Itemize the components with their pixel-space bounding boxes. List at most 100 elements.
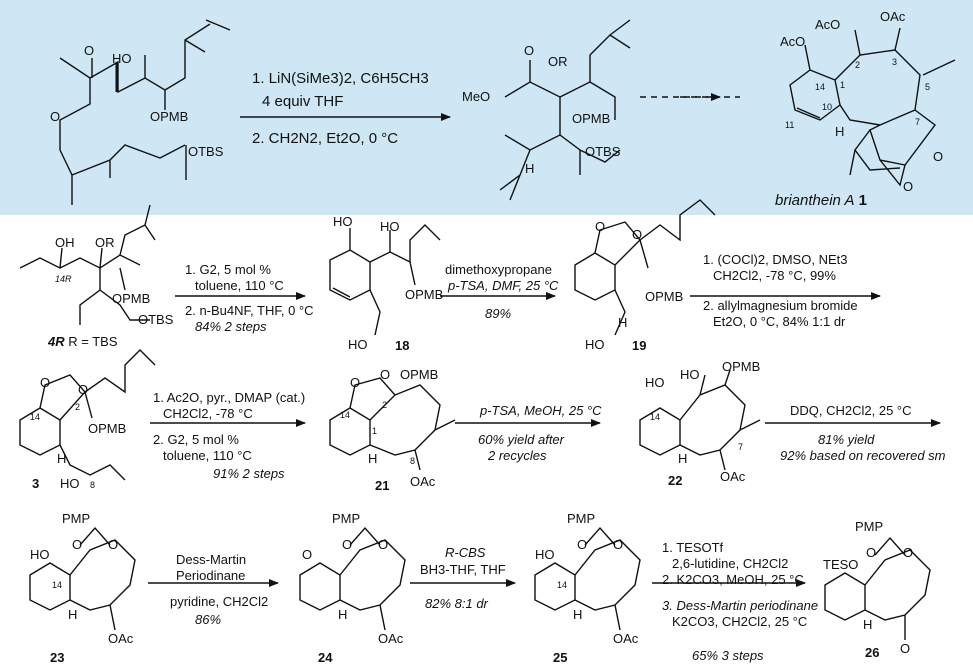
top-arrow-1-line1: 1. LiN(SiMe3)2, C6H5CH3 — [252, 70, 429, 87]
atom-aco-1: AcO — [780, 34, 806, 49]
atom-ho: HO — [112, 51, 132, 66]
atom-ho-18-b: HO — [380, 219, 400, 234]
atom-o-23-a: O — [72, 537, 83, 552]
atom-oac-23: OAc — [108, 631, 134, 646]
atom-o-ester: O — [50, 109, 61, 124]
row3-arrow-2-line1: R-CBS — [445, 545, 486, 560]
atom-h-product: H — [835, 124, 845, 139]
compound-3-bonds — [19, 349, 156, 481]
atom-or-4r: OR — [95, 235, 115, 250]
atom-h-23: H — [68, 607, 78, 622]
row2-arrow-1-line5: 91% 2 steps — [213, 466, 285, 481]
atom-h-25: H — [573, 607, 583, 622]
atom-ho-22-a: HO — [645, 375, 665, 390]
label-21-c14: 14 — [340, 410, 351, 420]
label-22: 22 — [668, 473, 683, 488]
atom-ho-23: HO — [30, 547, 50, 562]
label-26: 26 — [865, 645, 880, 660]
row3-arrow-2-line2: BH3-THF, THF — [420, 562, 506, 577]
compound-19-bonds — [574, 199, 716, 336]
label-4r-rest: R = TBS — [68, 334, 118, 349]
atom-o-19-a: O — [595, 219, 606, 234]
atom-pmp-23: PMP — [62, 511, 91, 526]
row2-arrow-1-line3: 2. G2, 5 mol % — [153, 432, 239, 447]
label-4r: 4R R = TBS — [48, 334, 118, 349]
atom-h-21: H — [368, 451, 378, 466]
atom-ho-19: HO — [585, 337, 605, 352]
brianthein-a-bonds — [789, 27, 956, 187]
compound-25-bonds — [534, 526, 641, 631]
row2-arrow-2-line3: 2 recycles — [488, 448, 547, 463]
row1-arrow-3-line3: 2. allylmagnesium bromide — [703, 298, 858, 313]
row1-arrow-2-line3: 89% — [485, 306, 512, 321]
atom-h-3: H — [57, 451, 67, 466]
row3-arrow-2-line3: 82% 8:1 dr — [425, 596, 488, 611]
label-21-c8: 8 — [410, 456, 416, 466]
row3-arrow-1-line4: 86% — [195, 612, 222, 627]
atom-o-lactone: O — [933, 149, 944, 164]
product-number: 1 — [858, 192, 868, 209]
atom-opmb: OPMB — [150, 109, 189, 124]
atom-o-3-a: O — [40, 375, 51, 390]
atom-oac-24: OAc — [378, 631, 404, 646]
compound-23-bonds — [29, 526, 136, 631]
atom-opmb-3: OPMB — [88, 421, 127, 436]
atom-ho-25: HO — [535, 547, 555, 562]
product-caption: brianthein A 1 — [775, 192, 867, 210]
label-23-c14: 14 — [52, 580, 63, 590]
label-3-c14: 14 — [30, 412, 41, 422]
atom-o-21-a: O — [350, 375, 361, 390]
atom-meo: MeO — [462, 89, 491, 104]
row1-arrow-1-line1: 1. G2, 5 mol % — [185, 262, 271, 277]
label-21: 21 — [375, 478, 390, 493]
atom-o-23-b: O — [108, 537, 119, 552]
atom-pmp-26: PMP — [855, 519, 884, 534]
atom-o-26-a: O — [866, 545, 877, 560]
atom-o-21-b: O — [380, 367, 391, 382]
product-name: brianthein A — [775, 192, 855, 209]
atom-ho-22-b: HO — [680, 367, 700, 382]
row1-arrow-2-line1: dimethoxypropane — [445, 262, 552, 277]
atom-h-24: H — [338, 607, 348, 622]
row3-arrow-3-line5: K2CO3, CH2Cl2, 25 °C — [672, 614, 808, 629]
atom-aco-2: AcO — [815, 17, 841, 32]
row3-arrow-3-line1: 1. TESOTf — [662, 540, 724, 555]
label-3-c8: 8 — [90, 480, 96, 490]
row2-arrow-1-line2: CH2Cl2, -78 °C — [163, 406, 253, 421]
row3-arrow-3-line6: 65% 3 steps — [692, 648, 764, 663]
atom-pmp-24: PMP — [332, 511, 361, 526]
top-arrow-1-line3: 2. CH2N2, Et2O, 0 °C — [252, 130, 399, 147]
atom-otbs: OTBS — [188, 144, 224, 159]
label-c7: 7 — [915, 117, 921, 127]
compound-21-bonds — [329, 377, 456, 471]
atom-or: OR — [548, 54, 568, 69]
label-3-c2: 2 — [75, 402, 81, 412]
row3-arrow-1-line1: Dess-Martin — [176, 552, 247, 567]
atom-opmb-18: OPMB — [405, 287, 444, 302]
label-25-c14: 14 — [557, 580, 568, 590]
row2-arrow-3-line1: DDQ, CH2Cl2, 25 °C — [790, 403, 912, 418]
atom-teso-26: TESO — [823, 557, 859, 572]
top-starting-material-bonds — [59, 19, 231, 205]
atom-o-25-a: O — [577, 537, 588, 552]
atom-oh-4r: OH — [55, 235, 75, 250]
label-22-c14: 14 — [650, 412, 661, 422]
row2-arrow-2-line2: 60% yield after — [478, 432, 564, 447]
atom-o-24-b: O — [378, 537, 389, 552]
row1-arrow-3-line2: CH2Cl2, -78 °C, 99% — [713, 268, 836, 283]
atom-o-3-b: O — [78, 382, 89, 397]
row2-arrow-3-line3: 92% based on recovered sm — [780, 448, 946, 463]
label-19: 19 — [632, 338, 647, 353]
atom-ho-3: HO — [60, 476, 80, 491]
row1-arrow-3-line1: 1. (COCl)2, DMSO, NEt3 — [703, 252, 848, 267]
label-c3: 3 — [892, 57, 898, 67]
label-c5: 5 — [925, 82, 931, 92]
atom-o-carbonyl: O — [84, 43, 95, 58]
atom-opmb-4r: OPMB — [112, 291, 151, 306]
atom-opmb-21: OPMB — [400, 367, 439, 382]
label-3: 3 — [32, 476, 40, 491]
label-c14: 14 — [815, 82, 826, 92]
atom-otbs-4r: OTBS — [138, 312, 174, 327]
row2-arrow-1-line1: 1. Ac2O, pyr., DMAP (cat.) — [153, 390, 306, 405]
